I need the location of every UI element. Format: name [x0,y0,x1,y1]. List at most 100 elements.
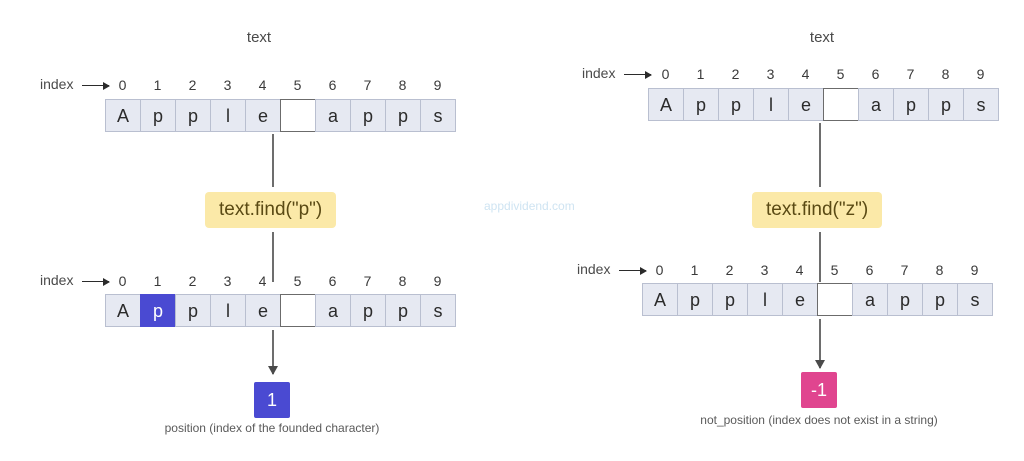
index-number: 1 [690,262,699,278]
index-number: 2 [731,66,740,82]
index-arrow-bottom-icon [82,277,110,286]
panel-title-text: text [809,29,835,46]
array-cell: A [105,294,141,327]
index-number: 5 [293,77,302,93]
array-cell: a [315,294,351,327]
array-cell-highlighted: p [140,294,176,327]
array-cell: s [957,283,993,316]
index-number: 5 [836,66,845,82]
index-number: 6 [871,66,880,82]
index-number: 2 [188,273,197,289]
watermark-appdividend: appdividend.com [484,199,575,213]
index-number: 4 [258,77,267,93]
array-cell-space [280,99,316,132]
array-cell: p [385,294,421,327]
index-number: 7 [906,66,915,82]
array-cell: A [642,283,678,316]
index-number: 6 [328,273,337,289]
operation-box-find: text.find("p") [205,192,337,228]
array-cell: p [350,294,386,327]
index-number: 3 [223,77,232,93]
connector-operation-to-bottom [272,232,274,282]
index-arrow-bottom-icon [619,266,647,275]
array-cell: a [315,99,351,132]
panel-title-text: text [246,29,272,46]
index-label-top: index [40,76,74,92]
index-number: 9 [970,262,979,278]
index-arrow-top-icon [624,70,652,79]
operation-box-find: text.find("z") [752,192,883,228]
array-cell: p [140,99,176,132]
index-number: 2 [188,77,197,93]
index-number: 0 [655,262,664,278]
array-cell: p [712,283,748,316]
index-number: 7 [363,77,372,93]
array-cell: A [105,99,141,132]
array-cell: e [788,88,824,121]
array-cell: l [210,99,246,132]
connector-bottom-to-result [269,330,277,375]
result-caption: position (index of the founded character… [164,421,380,435]
array-cell: s [420,294,456,327]
array-cell: l [210,294,246,327]
index-number: 8 [935,262,944,278]
index-number: 0 [118,273,127,289]
array-cell: a [858,88,894,121]
index-number: 3 [766,66,775,82]
connector-top-to-operation [819,123,821,187]
index-number: 7 [363,273,372,289]
index-number: 3 [760,262,769,278]
array-cell: l [747,283,783,316]
index-number: 3 [223,273,232,289]
array-cell: a [852,283,888,316]
index-number: 2 [725,262,734,278]
index-arrow-top-icon [82,81,110,90]
array-cell: A [648,88,684,121]
array-cell: p [677,283,713,316]
connector-bottom-to-result [816,319,824,369]
array-cell: p [175,294,211,327]
array-cell: s [963,88,999,121]
index-number: 9 [976,66,985,82]
array-cell: e [782,283,818,316]
index-label-top: index [582,65,616,81]
connector-top-to-operation [272,134,274,187]
array-cell-space [817,283,853,316]
result-box-position: 1 [254,382,290,418]
array-cell-space [280,294,316,327]
index-number: 9 [433,77,442,93]
array-cell: e [245,99,281,132]
result-box-not-position: -1 [801,372,837,408]
array-cell: p [718,88,754,121]
connector-operation-to-bottom [819,232,821,282]
array-cell: p [922,283,958,316]
index-number: 8 [941,66,950,82]
array-cell: p [175,99,211,132]
index-number: 5 [293,273,302,289]
index-number: 4 [801,66,810,82]
index-number: 0 [661,66,670,82]
index-number: 1 [153,77,162,93]
index-label-bottom: index [40,272,74,288]
array-cell: p [350,99,386,132]
result-caption: not_position (index does not exist in a … [700,413,938,427]
array-cell: p [893,88,929,121]
index-number: 6 [328,77,337,93]
index-number: 5 [830,262,839,278]
array-cell: e [245,294,281,327]
array-cell: p [683,88,719,121]
index-number: 4 [258,273,267,289]
index-number: 7 [900,262,909,278]
array-cell: p [928,88,964,121]
array-cell-space [823,88,859,121]
index-number: 1 [153,273,162,289]
array-cell: p [385,99,421,132]
index-number: 0 [118,77,127,93]
index-number: 4 [795,262,804,278]
index-number: 6 [865,262,874,278]
array-cell: l [753,88,789,121]
index-number: 1 [696,66,705,82]
index-number: 8 [398,77,407,93]
